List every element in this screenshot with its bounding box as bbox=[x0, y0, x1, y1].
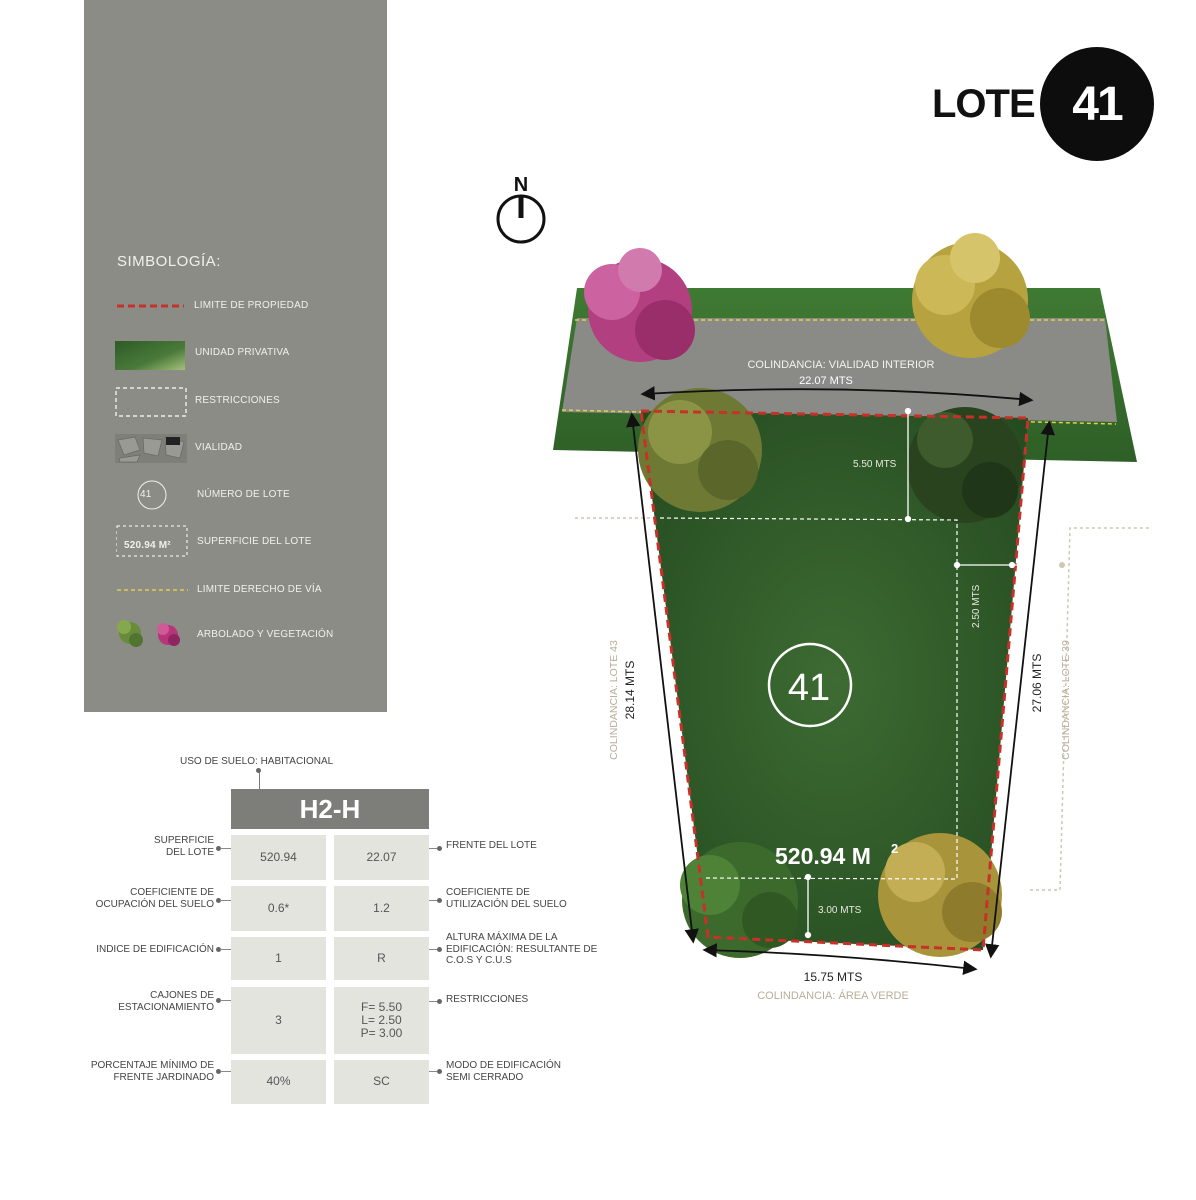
legend-label-private-unit: UNIDAD PRIVATIVA bbox=[195, 347, 290, 358]
legend-lot-number-sample: 41 bbox=[140, 489, 152, 500]
stone-pavement-swatch-icon bbox=[115, 434, 187, 463]
area-badge-icon bbox=[116, 525, 188, 557]
connector-dot bbox=[437, 846, 442, 851]
green-gradient-swatch-icon bbox=[115, 341, 185, 370]
parking-label: CAJONES DE ESTACIONAMIENTO bbox=[118, 990, 214, 1013]
lot-area-superscript: 2 bbox=[891, 841, 898, 856]
lote-title: LOTE bbox=[932, 82, 1036, 126]
legend-icons bbox=[115, 304, 188, 647]
max-height-label: ALTURA MÁXIMA DE LA EDIFICACIÓN: RESULTA… bbox=[446, 932, 598, 966]
trees-icon bbox=[117, 620, 180, 647]
north-letter: N bbox=[514, 174, 528, 196]
legend-label-right-of-way: LIMITE DERECHO DE VÍA bbox=[197, 584, 322, 595]
legend-label-lot-area: SUPERFICIE DEL LOTE bbox=[197, 536, 312, 547]
building-index-label: INDICE DE EDIFICACIÓN bbox=[96, 944, 214, 955]
lot-front-label: FRENTE DEL LOTE bbox=[446, 840, 537, 851]
trees bbox=[584, 233, 1030, 958]
building-mode-cell: SC bbox=[334, 1060, 429, 1104]
restriction-boundary bbox=[659, 517, 958, 880]
legend-label-road: VIALIDAD bbox=[195, 442, 243, 453]
cos-label: COEFICIENTE DE OCUPACIÓN DEL SUELO bbox=[95, 887, 214, 910]
front-garden-cell: 40% bbox=[231, 1060, 326, 1104]
connector-line bbox=[429, 900, 440, 901]
connector-dot bbox=[437, 947, 442, 952]
connector-line bbox=[220, 949, 231, 950]
lot-number-text: 41 bbox=[788, 667, 830, 709]
north-compass-icon bbox=[496, 194, 546, 244]
legend-title: SIMBOLOGÍA: bbox=[117, 253, 221, 270]
tree-yellow-top bbox=[912, 233, 1030, 358]
land-use-label: USO DE SUELO: HABITACIONAL bbox=[180, 756, 334, 767]
legend-label-property-line: LIMITE DE PROPIEDAD bbox=[194, 300, 309, 311]
connector-line bbox=[429, 1001, 440, 1002]
connector-dot bbox=[216, 947, 221, 952]
restrictions-label: RESTRICCIONES bbox=[446, 994, 529, 1005]
connector-line bbox=[220, 900, 231, 901]
legend-label-trees: ARBOLADO Y VEGETACIÓN bbox=[197, 629, 334, 640]
connector-line bbox=[429, 949, 440, 950]
connector-dot bbox=[437, 1069, 442, 1074]
cus-label: COEFICIENTE DE UTILIZACIÓN DEL SUELO bbox=[446, 887, 567, 910]
right-length-label: 27.06 MTS bbox=[1030, 654, 1044, 713]
left-dimension-arrow bbox=[626, 412, 699, 944]
white-dashed-rect-icon bbox=[115, 387, 187, 417]
legend-label-lot-number: NÚMERO DE LOTE bbox=[197, 489, 290, 500]
connector-dot bbox=[437, 898, 442, 903]
connector-dot bbox=[216, 898, 221, 903]
east-neighbor-label: COLINDANCIA: LOTE 39 bbox=[1060, 640, 1072, 760]
right-dimension-arrow bbox=[985, 420, 1055, 959]
tree-dark-right bbox=[907, 407, 1023, 523]
cus-cell: 1.2 bbox=[334, 886, 429, 931]
connector-dot bbox=[216, 998, 221, 1003]
side-setback-label: 2.50 MTS bbox=[971, 584, 982, 628]
land-use-connector bbox=[259, 772, 260, 800]
lot-number-circle bbox=[767, 642, 853, 728]
land-use-dot bbox=[256, 768, 261, 773]
south-neighbor-label: COLINDANCIA: ÁREA VERDE bbox=[757, 989, 909, 1002]
connector-line bbox=[220, 848, 231, 849]
north-neighbor-label: COLINDANCIA: VIALIDAD INTERIOR bbox=[747, 359, 934, 371]
tree-olive-left bbox=[638, 388, 762, 512]
max-height-cell: R bbox=[334, 937, 429, 980]
connector-dot bbox=[216, 846, 221, 851]
rear-dimension-arrow bbox=[702, 943, 978, 975]
building-index-cell: 1 bbox=[231, 937, 326, 980]
cos-cell: 0.6* bbox=[231, 886, 326, 931]
tree-pink bbox=[584, 248, 695, 362]
rear-setback-label: 3.00 MTS bbox=[818, 905, 862, 916]
zoning-code-header: H2-H bbox=[231, 789, 429, 829]
lot-front-cell: 22.07 bbox=[334, 835, 429, 880]
connector-line bbox=[220, 1071, 231, 1072]
front-dimension-arrow bbox=[640, 386, 1034, 407]
connector-dot bbox=[216, 1069, 221, 1074]
west-neighbor-label: COLINDANCIA: LOTE 43 bbox=[608, 640, 620, 760]
legend-area-sample: 520.94 M² bbox=[124, 540, 171, 551]
lot-area-cell: 520.94 bbox=[231, 835, 326, 880]
connector-dot bbox=[437, 999, 442, 1004]
rear-width-label: 15.75 MTS bbox=[804, 970, 863, 984]
lot-area-value: 520.94 M bbox=[775, 843, 871, 869]
lot-area-label: SUPERFICIE DEL LOTE bbox=[153, 835, 214, 858]
tree-yellow-bottom bbox=[878, 833, 1002, 957]
connector-line bbox=[429, 848, 440, 849]
parking-cell: 3 bbox=[231, 987, 326, 1054]
restrictions-cell: F= 5.50 L= 2.50 P= 3.00 bbox=[334, 987, 429, 1054]
front-setback-label: 5.50 MTS bbox=[853, 459, 897, 470]
lot-lawn bbox=[641, 411, 1028, 950]
left-length-label: 28.14 MTS bbox=[623, 661, 637, 720]
lot-number-circle-icon bbox=[137, 480, 167, 510]
building-mode-label: MODO DE EDIFICACIÓN SEMI CERRADO bbox=[446, 1060, 562, 1083]
front-garden-label: PORCENTAJE MÍNIMO DE FRENTE JARDINADO bbox=[90, 1060, 214, 1083]
connector-line bbox=[429, 1071, 440, 1072]
front-width-label: 22.07 MTS bbox=[799, 375, 853, 387]
connector-line bbox=[220, 1000, 231, 1001]
legend-label-restrictions: RESTRICCIONES bbox=[195, 395, 280, 406]
front-setback-indicator bbox=[904, 407, 912, 523]
rear-setback-indicator bbox=[804, 873, 812, 939]
lote-number-badge: 41 bbox=[1040, 47, 1154, 161]
